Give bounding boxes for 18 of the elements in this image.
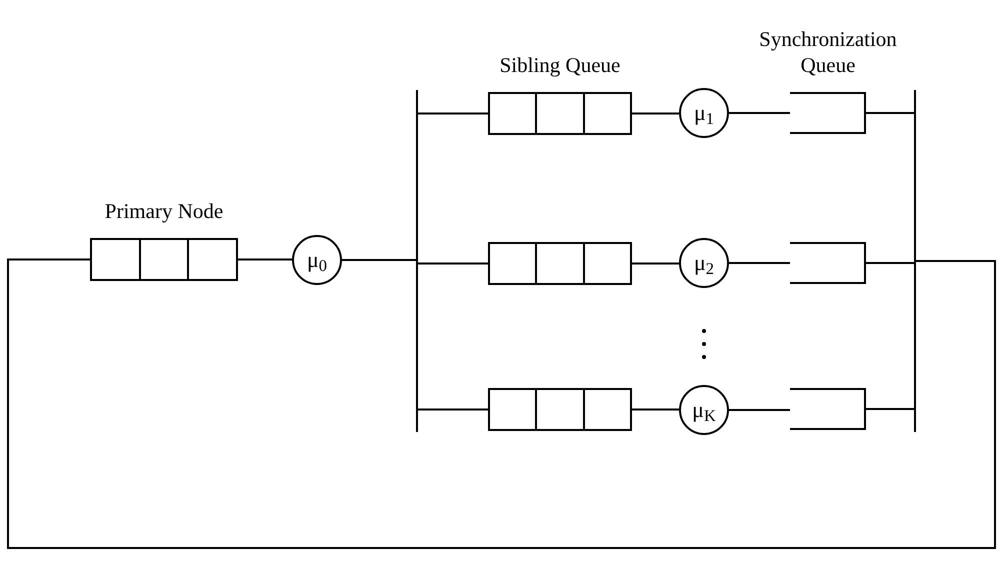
connector-line bbox=[418, 262, 488, 264]
connector-line bbox=[729, 112, 790, 114]
connector-line bbox=[632, 112, 679, 114]
connector-line bbox=[729, 409, 790, 411]
connector-line bbox=[238, 258, 292, 260]
connector-line bbox=[418, 112, 488, 114]
connector-line bbox=[866, 408, 914, 410]
connector-line bbox=[7, 258, 996, 549]
queue-heading: Synchronization Queue bbox=[758, 26, 898, 78]
connector-line bbox=[866, 262, 914, 264]
connector-line bbox=[632, 262, 679, 264]
queue-heading: Sibling Queue bbox=[500, 52, 620, 78]
connector-line bbox=[729, 262, 790, 264]
connector-line bbox=[632, 408, 679, 410]
queue-heading: Primary Node bbox=[104, 198, 224, 224]
connector-line bbox=[342, 259, 416, 261]
connector-line bbox=[418, 408, 488, 410]
connector-line bbox=[866, 112, 914, 114]
